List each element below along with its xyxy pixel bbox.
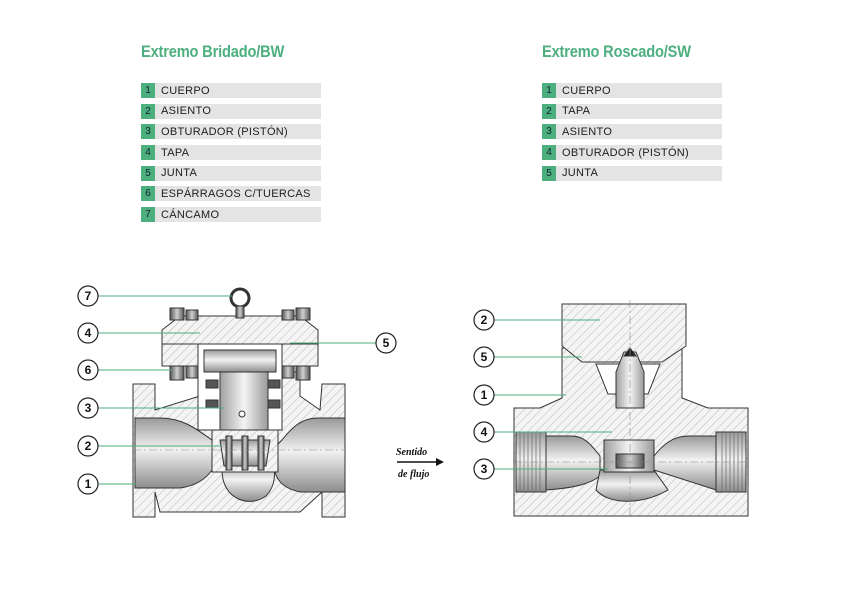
part-label: JUNTA — [161, 167, 198, 180]
left-title: Extremo Bridado/BW — [141, 42, 285, 61]
part-label: TAPA — [161, 146, 190, 159]
part-number: 4 — [542, 145, 556, 161]
callout-label: 1 — [85, 477, 92, 491]
callout-label: 1 — [481, 388, 488, 402]
callout-label: 5 — [383, 336, 390, 350]
part-label: CUERPO — [562, 84, 611, 97]
list-item: 3 OBTURADOR (PISTÓN) — [141, 124, 321, 140]
part-number: 4 — [141, 145, 155, 161]
list-item: 2 TAPA — [542, 103, 722, 119]
left-parts-list: 1 CUERPO 2 ASIENTO 3 OBTURADOR (PISTÓN) 4 TA… — [141, 83, 321, 228]
list-item: 4 TAPA — [141, 145, 321, 161]
part-number: 5 — [141, 165, 155, 181]
callout-label: 5 — [481, 350, 488, 364]
part-label: CUERPO — [161, 84, 210, 97]
part-number: 1 — [141, 83, 155, 98]
list-item: 1 CUERPO — [141, 83, 321, 98]
right-parts-list: 1 CUERPO 2 TAPA 3 ASIENTO 4 OBTURADOR (PISTÓ… — [542, 83, 722, 186]
list-item: 6 ESPÁRRAGOS C/TUERCAS — [141, 186, 321, 202]
list-item: 7 CÁNCAMO — [141, 207, 321, 223]
threaded-valve-drawing — [513, 300, 749, 517]
part-label: OBTURADOR (PISTÓN) — [562, 146, 690, 159]
callout-label: 3 — [481, 462, 488, 476]
callout-label: 4 — [85, 326, 92, 340]
list-item: 5 JUNTA — [542, 165, 722, 181]
part-label: JUNTA — [562, 167, 599, 180]
part-label: OBTURADOR (PISTÓN) — [161, 125, 289, 138]
part-number: 3 — [542, 124, 556, 140]
list-item: 3 ASIENTO — [542, 124, 722, 140]
flow-label-line2: de flujo — [398, 469, 429, 480]
callout-label: 6 — [85, 363, 92, 377]
list-item: 4 OBTURADOR (PISTÓN) — [542, 145, 722, 161]
list-item: 1 CUERPO — [542, 83, 722, 98]
part-label: ASIENTO — [161, 105, 212, 118]
flanged-valve-drawing — [132, 287, 346, 518]
part-number: 7 — [141, 207, 155, 223]
flow-direction-arrow — [397, 458, 444, 466]
left-callouts — [98, 295, 376, 485]
part-number: 1 — [542, 83, 556, 98]
part-number: 6 — [141, 186, 155, 202]
part-label: ASIENTO — [562, 125, 613, 138]
part-label: CÁNCAMO — [161, 208, 220, 221]
callout-label: 2 — [481, 313, 488, 327]
right-title: Extremo Roscado/SW — [542, 42, 691, 61]
part-label: TAPA — [562, 105, 591, 118]
flow-label-line1: Sentido — [396, 447, 427, 458]
callout-label: 2 — [85, 439, 92, 453]
left-callout-circles — [77, 285, 397, 495]
list-item: 2 ASIENTO — [141, 103, 321, 119]
list-item: 5 JUNTA — [141, 165, 321, 181]
callout-label: 7 — [85, 289, 92, 303]
right-callout-circles — [473, 309, 495, 480]
callout-label: 3 — [85, 401, 92, 415]
part-number: 3 — [141, 124, 155, 140]
part-number: 2 — [141, 103, 155, 119]
right-callouts — [494, 319, 612, 470]
part-label: ESPÁRRAGOS C/TUERCAS — [161, 187, 311, 200]
callout-label: 4 — [481, 425, 488, 439]
part-number: 5 — [542, 165, 556, 181]
part-number: 2 — [542, 103, 556, 119]
